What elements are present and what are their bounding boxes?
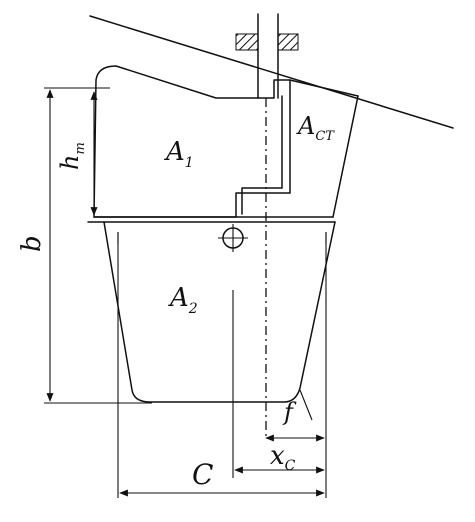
label-a2: A2	[168, 283, 198, 317]
lower-rudder-outline	[103, 221, 336, 403]
label-hm: hm	[56, 142, 88, 170]
stern-frame	[241, 95, 283, 215]
label-a1: A1	[164, 137, 194, 171]
label-a2-sub: 2	[188, 301, 198, 317]
bearing-left	[235, 33, 259, 51]
label-c: C	[192, 458, 213, 491]
upper-rudder-outline	[93, 65, 291, 218]
label-f: f	[282, 398, 297, 426]
label-xc: xC	[270, 441, 296, 474]
label-hm-sub: m	[73, 142, 88, 154]
label-xc-sub: C	[285, 458, 296, 474]
upper-right-slope	[332, 95, 359, 218]
label-act-sub: CT	[315, 129, 335, 144]
bearing-right	[277, 33, 299, 51]
hull-line	[89, 15, 454, 129]
label-a1-sub: 1	[185, 155, 194, 171]
upper-right-edge	[289, 79, 359, 97]
label-act: ACT	[296, 112, 335, 144]
f-leader	[299, 389, 313, 421]
label-b: b	[17, 235, 47, 252]
